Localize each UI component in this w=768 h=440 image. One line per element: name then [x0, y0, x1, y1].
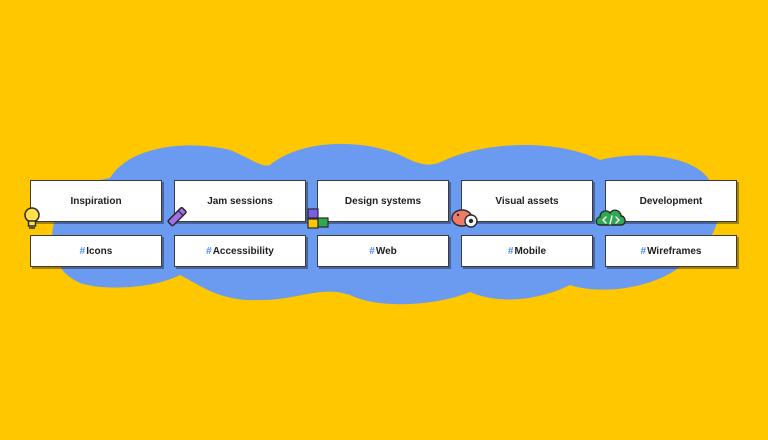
category-card-inspiration[interactable]: Inspiration	[30, 180, 162, 222]
category-card-design-systems[interactable]: Design systems	[317, 180, 449, 222]
tag-label: Mobile	[514, 245, 547, 257]
shapes-icon	[307, 208, 329, 229]
category-card-development[interactable]: Development	[605, 180, 737, 222]
hash-symbol: #	[79, 245, 86, 257]
creature-icon	[451, 209, 478, 228]
hash-symbol: #	[640, 245, 647, 257]
category-label: Development	[639, 195, 703, 207]
category-card-jam-sessions[interactable]: Jam sessions	[174, 180, 306, 222]
category-label: Inspiration	[70, 195, 122, 207]
tag-card-mobile[interactable]: # Mobile	[461, 235, 593, 267]
tag-label: Web	[375, 245, 397, 257]
tag-label: Accessibility	[212, 245, 274, 257]
category-label: Jam sessions	[207, 195, 273, 207]
tag-card-web[interactable]: # Web	[317, 235, 449, 267]
hash-symbol: #	[206, 245, 212, 257]
tag-card-accessibility[interactable]: # Accessibility	[174, 235, 306, 267]
category-label: Visual assets	[495, 195, 559, 207]
lightbulb-icon	[24, 207, 40, 229]
hash-symbol: #	[507, 245, 514, 257]
tag-label: Icons	[86, 245, 113, 257]
code-cloud-icon	[595, 209, 626, 226]
category-label: Design systems	[344, 195, 422, 207]
tag-card-wireframes[interactable]: # Wireframes	[605, 235, 737, 267]
tag-card-icons[interactable]: # Icons	[30, 235, 162, 267]
pencil-icon	[167, 206, 187, 227]
hash-symbol: #	[369, 245, 375, 257]
tag-label: Wireframes	[647, 245, 702, 257]
category-card-visual-assets[interactable]: Visual assets	[461, 180, 593, 222]
